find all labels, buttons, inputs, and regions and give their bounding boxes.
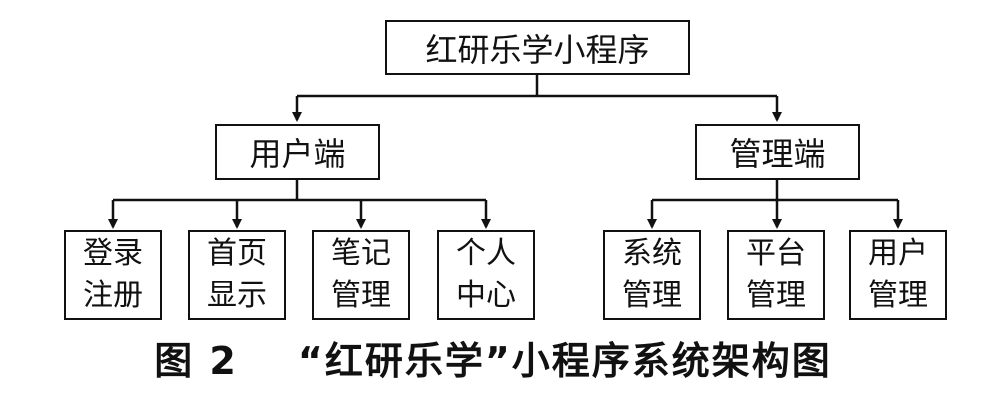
leaf-platform-management: 平台 管理	[727, 230, 825, 320]
leaf-line: 管理	[331, 278, 391, 313]
root-label: 红研乐学小程序	[425, 30, 650, 69]
leaf-user-management: 用户 管理	[849, 230, 947, 320]
leaf-home-display: 首页 显示	[188, 230, 286, 320]
leaf-line: 笔记	[331, 236, 391, 271]
leaf-line: 登录	[83, 236, 143, 271]
leaf-login-register: 登录 注册	[64, 230, 162, 320]
leaf-personal-center: 个人 中心	[437, 230, 535, 320]
leaf-notes-management: 笔记 管理	[312, 230, 410, 320]
leaf-line: 显示	[207, 278, 267, 313]
connector-lines	[108, 74, 903, 229]
user-side-node: 用户端	[215, 124, 380, 180]
admin-side-label: 管理端	[729, 135, 826, 173]
user-side-label: 用户端	[249, 135, 346, 173]
figure-number: 图 2	[154, 339, 238, 383]
figure-title: “红研乐学”小程序系统架构图	[297, 339, 832, 383]
root-node: 红研乐学小程序	[385, 20, 690, 75]
admin-side-node: 管理端	[695, 124, 860, 180]
leaf-line: 管理	[746, 278, 806, 313]
leaf-line: 注册	[83, 278, 143, 313]
leaf-line: 首页	[207, 236, 267, 271]
leaf-line: 用户	[868, 236, 928, 271]
leaf-line: 管理	[868, 278, 928, 313]
leaf-line: 个人	[456, 236, 516, 271]
leaf-line: 管理	[622, 278, 682, 313]
leaf-line: 中心	[456, 278, 516, 313]
leaf-line: 平台	[746, 236, 806, 271]
figure-caption: 图 2 “红研乐学”小程序系统架构图	[0, 330, 986, 385]
leaf-line: 系统	[622, 236, 682, 271]
leaf-system-management: 系统 管理	[603, 230, 701, 320]
